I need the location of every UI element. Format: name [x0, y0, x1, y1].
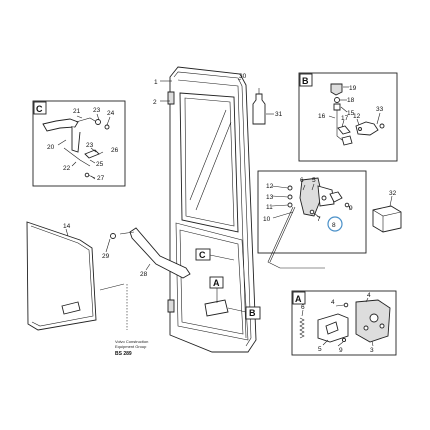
- callout-4-b: 4: [367, 292, 371, 299]
- callout-6: 6: [300, 177, 304, 184]
- door-label-a-text: A: [213, 278, 220, 288]
- detail-label-c-box: [33, 101, 47, 115]
- callout-2: 2: [153, 99, 157, 106]
- hinge-detail-box: 12 13 11 10 6 5 7 8 9: [257, 170, 367, 269]
- door-label-b-text: B: [249, 308, 256, 318]
- detail-label-b-box-top: [299, 73, 313, 87]
- footer-line-1: Volvo Construction: [115, 339, 148, 344]
- highlight-circle-part-8: [327, 216, 343, 232]
- detail-box-c: C 21 23 24 20 23 26 22 25 27: [32, 100, 126, 187]
- detail-label-a-box: [292, 291, 306, 305]
- callout-16: 16: [318, 113, 326, 120]
- callout-3: 3: [370, 347, 374, 354]
- door-arm-part-28: 29 28: [102, 227, 191, 279]
- door-plate-a: [204, 299, 229, 317]
- callout-20: 20: [47, 144, 55, 151]
- callout-6-a: 6: [301, 304, 305, 311]
- callout-14: 14: [63, 223, 71, 230]
- callout-4: 4: [331, 299, 335, 306]
- callout-7: 7: [317, 216, 321, 223]
- detail-label-c: C: [36, 104, 43, 114]
- callout-25: 25: [96, 161, 104, 168]
- lock-part-17: [337, 125, 351, 135]
- door-label-c: C: [195, 248, 235, 261]
- callout-30: 30: [239, 73, 247, 80]
- callout-32: 32: [389, 190, 397, 197]
- door-frame: 1 2 30: [153, 66, 257, 353]
- footer-code: BS 289: [115, 351, 132, 357]
- detail-label-a: A: [295, 294, 302, 304]
- spring-part-6: [299, 317, 305, 339]
- callout-15: 15: [347, 110, 355, 117]
- door-hinge-bottom: [167, 299, 175, 313]
- callout-28: 28: [140, 271, 148, 278]
- callout-12-b: 12: [353, 113, 361, 120]
- callout-18: 18: [347, 97, 355, 104]
- drawing-footer: Volvo Construction Equipment Group BS 28…: [115, 339, 148, 357]
- door-hinge-top: [167, 91, 175, 105]
- spray-bottle-part-31: 31: [252, 88, 283, 125]
- callout-22: 22: [63, 165, 71, 172]
- door-label-b: B: [227, 306, 261, 320]
- callout-12: 12: [266, 183, 274, 190]
- callout-33: 33: [376, 106, 384, 113]
- callout-17: 17: [341, 115, 349, 122]
- door-label-c-text: C: [199, 250, 206, 260]
- lock-handle-part-33: [355, 121, 379, 136]
- part-box-32: 32: [372, 190, 402, 233]
- callout-9: 9: [349, 205, 353, 212]
- callout-19: 19: [349, 85, 357, 92]
- footer-line-2: Equipment Group: [115, 344, 147, 349]
- side-panel-part-14: 14: [26, 221, 97, 331]
- seal-strip: [99, 283, 128, 330]
- callout-5-a: 5: [318, 346, 322, 353]
- callout-29: 29: [102, 253, 110, 260]
- callout-5: 5: [312, 177, 316, 184]
- detail-box-a: A 6 5 4 9 4 3: [291, 290, 397, 356]
- door-lever-part-21: [42, 118, 79, 132]
- door-label-a: A: [209, 276, 224, 303]
- callout-13: 13: [266, 194, 274, 201]
- callout-26: 26: [111, 147, 119, 154]
- lock-cylinder-part-19: [330, 83, 343, 96]
- hinge-bracket: [299, 177, 323, 217]
- callout-11: 11: [266, 204, 273, 211]
- detail-label-b-top: B: [302, 76, 309, 86]
- callout-10: 10: [263, 216, 271, 223]
- callout-27: 27: [97, 175, 105, 182]
- lever-rod-part-25: [71, 126, 81, 153]
- callout-23: 23: [93, 107, 101, 114]
- callout-21: 21: [73, 108, 81, 115]
- callout-23b: 23: [86, 142, 94, 149]
- callout-8: 8: [332, 222, 336, 229]
- callout-1: 1: [154, 79, 158, 86]
- detail-box-b: B 19 18 15 16 17 12 33: [298, 72, 398, 162]
- callout-31: 31: [275, 111, 283, 118]
- callout-24: 24: [107, 110, 115, 117]
- callout-9-a: 9: [339, 347, 343, 354]
- door-upper-window: [179, 92, 239, 233]
- panel-handle-recess: [61, 301, 81, 315]
